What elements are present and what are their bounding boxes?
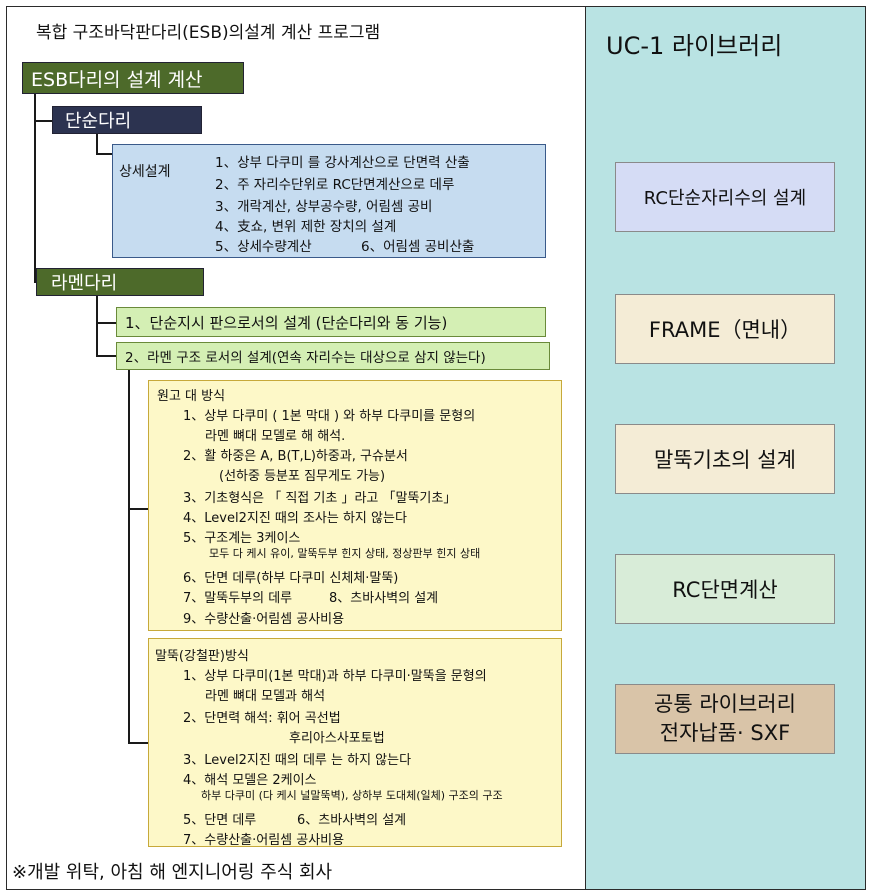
list-item: 8、츠바사벽의 설계 <box>329 591 439 606</box>
library-pile-foundation: 말뚝기초의 설계 <box>615 424 835 494</box>
development-credit: ※개발 위탁, 아침 해 엔지니어링 주식 회사 <box>12 862 333 883</box>
esb-bridge-design-header: ESB다리의 설계 계산 <box>22 62 244 94</box>
detail-item: 3、개락계산, 상부공수량, 어림셈 공비 <box>215 199 433 215</box>
list-item: 라멘 뼈대 모델과 해석 <box>205 689 326 704</box>
simple-bridge-header: 단순다리 <box>52 106 202 134</box>
library-electronic-delivery-label: 전자납품· SXF <box>659 721 791 745</box>
list-item: 3、Level2지진 때의 데루 는 하지 않는다 <box>183 753 412 768</box>
tree-line-main <box>34 94 36 282</box>
list-item: 7、말뚝두부의 데루 <box>183 591 293 606</box>
pile-method-title: 말뚝(강철판)방식 <box>155 649 249 664</box>
list-item: 4、Level2지진 때의 조사는 하지 않는다 <box>183 511 407 526</box>
list-item: 2、단면력 해석: 휘어 곡선법 <box>183 711 341 726</box>
list-item: 하부 다쿠미 (다 케시 널말뚝벽), 상하부 도대체(일체) 구조의 구조 <box>201 789 503 802</box>
list-item: 후리아스사포토법 <box>289 731 385 746</box>
tree-line-methods-v <box>128 370 130 744</box>
list-item: 7、수량산출·어림셈 공사비용 <box>183 833 345 848</box>
list-item: 6、단면 데루(하부 다쿠미 신체체·말뚝) <box>183 571 399 586</box>
list-item: 모두 다 케시 유이, 말뚝두부 힌지 상태, 정상판부 힌지 상태 <box>209 547 481 560</box>
list-item: 1、상부 다쿠미 ( 1본 막대 ) 와 하부 다쿠미를 문형의 <box>183 409 476 424</box>
ramen-bridge-header: 라멘다리 <box>36 268 204 296</box>
list-item: 4、해석 모델은 2케이스 <box>183 773 317 788</box>
tree-line-opt2-h <box>96 355 116 357</box>
detail-item: 5、상세수량계산 <box>215 239 312 255</box>
list-item: (선하중 등분포 짐무게도 가능) <box>219 469 386 484</box>
pile-method-box: 말뚝(강철판)방식 1、상부 다쿠미(1본 막대)과 하부 다쿠미·말뚝을 문형… <box>148 638 562 848</box>
tree-line-ramen-v <box>96 296 98 356</box>
list-item: 9、수량산출·어림셈 공사비용 <box>183 612 345 627</box>
tree-line-simple-h <box>34 120 52 122</box>
tree-line-opt1-h <box>96 322 116 324</box>
ramen-option-frame-structure: 2、라멘 구조 로서의 설계(연속 자리수는 대상으로 삼지 않는다) <box>116 342 550 370</box>
library-common: 공통 라이브러리 전자납품· SXF <box>615 684 835 754</box>
detail-item: 2、주 자리수단위로 RC단면계산으로 데루 <box>215 177 455 193</box>
ramen-option-simple-slab: 1、단순지시 판으로서의 설계 (단순다리와 동 기능) <box>116 307 546 337</box>
detail-item: 6、어림셈 공비산출 <box>361 239 475 255</box>
detail-design-box: 상세설계 1、상부 다쿠미 를 강사계산으로 단면력 산출 2、주 자리수단위로… <box>112 144 546 258</box>
tree-line-simple-v <box>96 134 98 154</box>
detail-design-label: 상세설계 <box>119 164 171 180</box>
list-item: 라멘 뼈대 모델로 해 해석. <box>205 429 346 444</box>
library-title: UC-1 라이브러리 <box>606 32 783 60</box>
list-item: 5、단면 데루 <box>183 813 257 828</box>
tree-line-genko-h <box>128 508 148 510</box>
library-frame: FRAME（면내） <box>615 294 835 364</box>
tree-line-detail-h <box>96 153 112 155</box>
list-item: 1、상부 다쿠미(1본 막대)과 하부 다쿠미·말뚝을 문형의 <box>183 669 487 684</box>
genko-method-title: 원고 대 방식 <box>157 389 226 404</box>
list-item: 5、구조계는 3케이스 <box>183 531 301 546</box>
genko-method-box: 원고 대 방식 1、상부 다쿠미 ( 1본 막대 ) 와 하부 다쿠미를 문형의… <box>148 380 562 631</box>
detail-item: 4、支쇼, 변위 제한 장치의 설계 <box>215 219 397 235</box>
library-rc-section: RC단면계산 <box>615 554 835 624</box>
list-item: 6、츠바사벽의 설계 <box>297 813 407 828</box>
list-item: 2、활 하중은 A, B(T,L)하중과, 구슈분서 <box>183 449 408 464</box>
library-rc-simple-girder: RC단순자리수의 설계 <box>615 162 835 232</box>
page-title: 복합 구조바닥판다리(ESB)의설계 계산 프로그램 <box>36 23 381 43</box>
list-item: 3、기초형식은 「 직접 기초 」라고 「말뚝기초」 <box>183 491 457 506</box>
tree-line-pile-h <box>128 742 148 744</box>
library-common-label: 공통 라이브러리 <box>654 692 796 716</box>
detail-item: 1、상부 다쿠미 를 강사계산으로 단면력 산출 <box>215 155 470 171</box>
